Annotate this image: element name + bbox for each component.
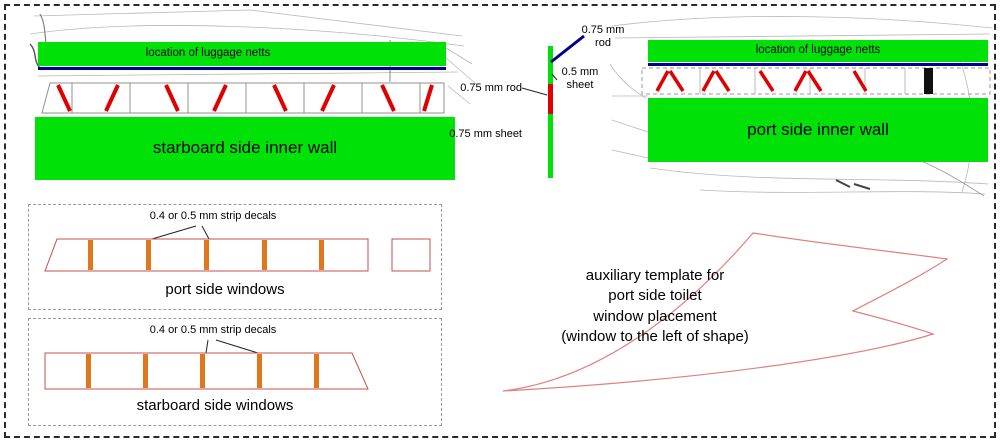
aux-caption-line2: port side toilet (608, 287, 702, 305)
aux-template-caption: auxiliary template for port side toilet … (535, 266, 775, 347)
starboard-blue-line (38, 67, 446, 70)
port-windows-decal-label: 0.4 or 0.5 mm strip decals (149, 210, 277, 222)
cross-section-rod-blue (550, 34, 585, 64)
port-blue-line (648, 63, 988, 66)
starboard-windows-title: starboard side windows (136, 397, 294, 414)
starboard-window-frames (41, 82, 445, 114)
cross-section-rod-red (548, 84, 553, 114)
port-windows-extra (391, 238, 431, 272)
cross-sheet-thick-label: 0.75 mm sheet (449, 128, 522, 140)
port-luggage-bar (648, 40, 988, 62)
starboard-inner-wall (35, 117, 455, 180)
port-frame-dividers (699, 68, 906, 94)
aux-caption-line4: (window to the left of shape) (561, 327, 749, 345)
starboard-windows-pointers (205, 339, 259, 354)
starboard-luggage-label: location of luggage netts (145, 47, 271, 59)
port-wall-title: port side inner wall (747, 120, 889, 139)
starboard-red-struts (56, 84, 434, 112)
starboard-windows-box (28, 318, 442, 426)
starboard-windows-trapezoid (44, 352, 369, 390)
cross-sheet-thin-label: 0.5 mm sheet (561, 66, 599, 92)
cross-rod-top-label: 0.75 mm rod (581, 24, 625, 50)
starboard-wall-title: starboard side inner wall (152, 138, 338, 157)
port-inner-wall (648, 98, 988, 162)
aux-caption-line3: window placement (593, 307, 717, 325)
aux-caption-line1: auxiliary template for (585, 267, 725, 284)
port-windows-title: port side windows (165, 281, 285, 298)
starboard-windows-strips (86, 354, 319, 388)
starboard-windows-decal-label: 0.4 or 0.5 mm strip decals (149, 324, 277, 336)
port-luggage-label: location of luggage netts (755, 44, 881, 56)
aux-template-shape (502, 232, 949, 392)
cross-section-pointers (521, 73, 558, 96)
port-windows-strips (88, 240, 324, 270)
cross-rod-left-label: 0.75 mm rod (460, 82, 522, 94)
port-black-bar (924, 68, 933, 94)
port-windows-box (28, 204, 442, 310)
starboard-luggage-bar (38, 42, 446, 66)
port-red-struts (655, 70, 868, 92)
port-windows-pointers (151, 225, 210, 240)
port-frame-band (641, 67, 991, 95)
